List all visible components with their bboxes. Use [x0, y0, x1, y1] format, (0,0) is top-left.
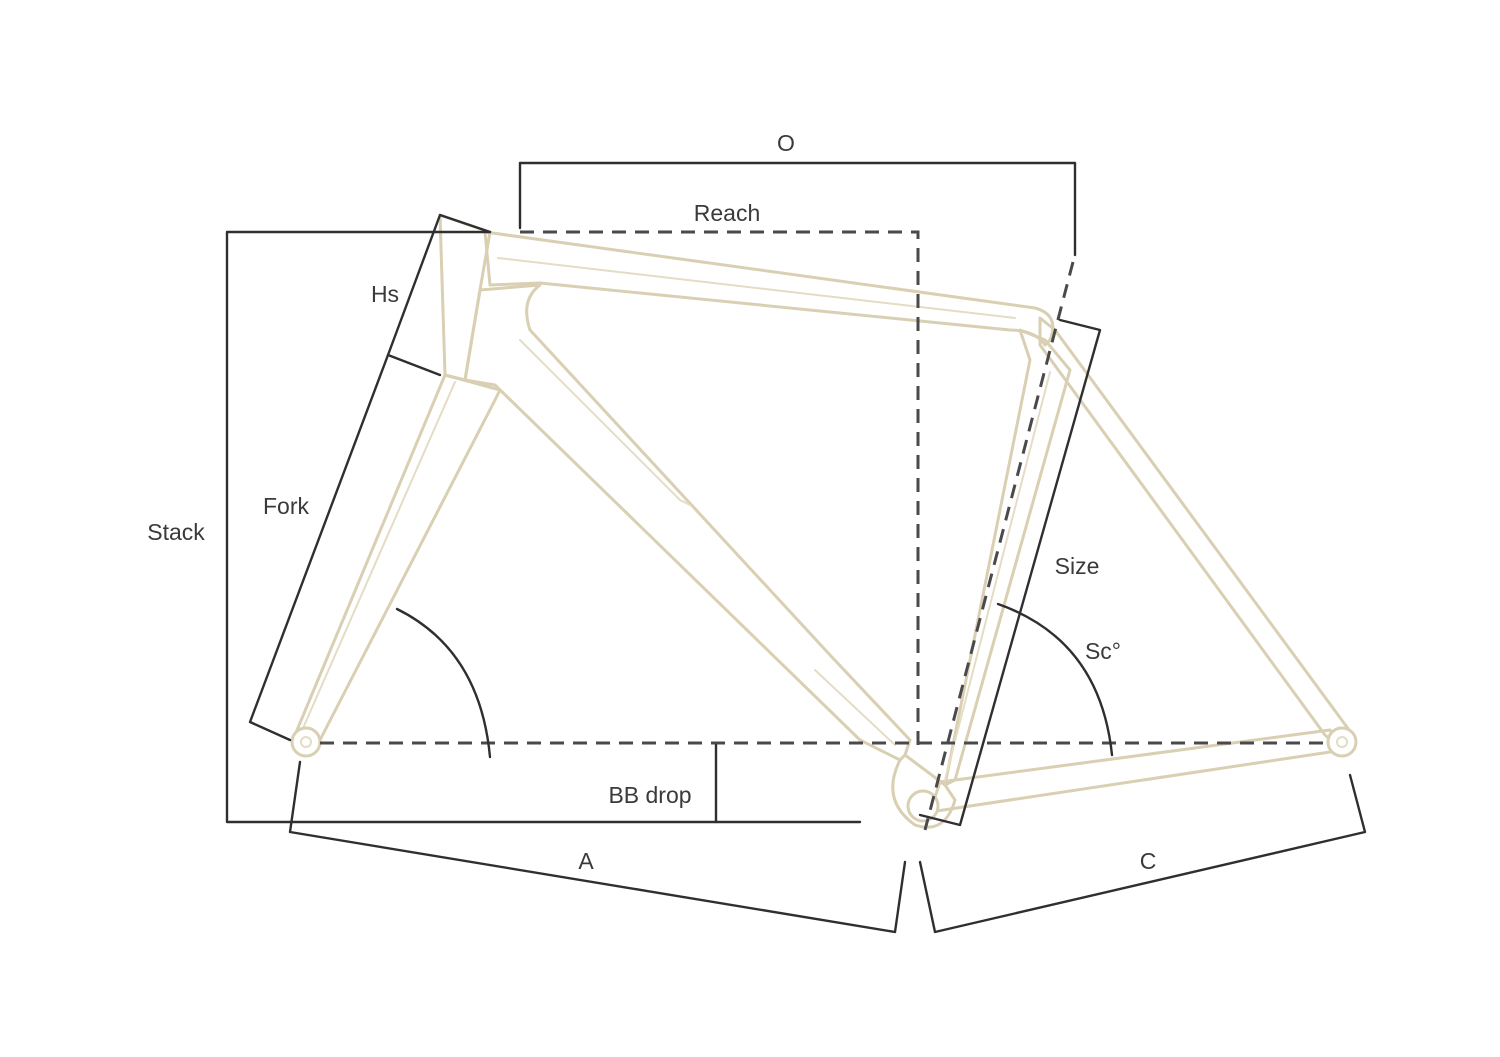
- hs-dimension: [386, 213, 492, 377]
- top-tube: [483, 230, 1055, 347]
- effective-seat-tube-line: [923, 261, 1075, 831]
- c-label: C: [1140, 848, 1157, 874]
- bike-frame: [290, 213, 1358, 829]
- fork: [293, 373, 502, 747]
- bottom-bracket-shell: [891, 753, 957, 829]
- reach-label: Reach: [694, 200, 760, 226]
- dimension-lines: [225, 161, 1367, 934]
- rear-dropout: [1326, 726, 1358, 758]
- bottom-bracket: [906, 789, 940, 823]
- size-label: Size: [1055, 553, 1100, 579]
- fork-dimension: [248, 353, 390, 742]
- fork-label: Fork: [263, 493, 310, 519]
- down-tube: [463, 283, 912, 762]
- o-dimension: [518, 161, 1077, 257]
- head-tube: [438, 213, 492, 382]
- stack-dimension: [225, 230, 862, 824]
- reference-lines: [320, 230, 1330, 831]
- seat-angle-arc: [996, 602, 1114, 757]
- reach-dashed-line: [520, 230, 920, 745]
- hs-label: Hs: [371, 281, 399, 307]
- stack-label: Stack: [147, 519, 205, 545]
- a-label: A: [578, 848, 594, 874]
- a-dimension: [288, 760, 907, 934]
- size-dimension: [918, 318, 1102, 827]
- labels: O Reach Hs Fork Stack Size Sc° BB drop A…: [147, 130, 1156, 874]
- head-angle-arc: [395, 607, 492, 759]
- seat-stay: [1038, 316, 1357, 754]
- sc-label: Sc°: [1085, 638, 1121, 664]
- bb-drop-label: BB drop: [608, 782, 691, 808]
- o-label: O: [777, 130, 795, 156]
- front-dropout: [290, 726, 322, 758]
- c-dimension: [918, 773, 1367, 934]
- seat-tube: [943, 328, 1072, 787]
